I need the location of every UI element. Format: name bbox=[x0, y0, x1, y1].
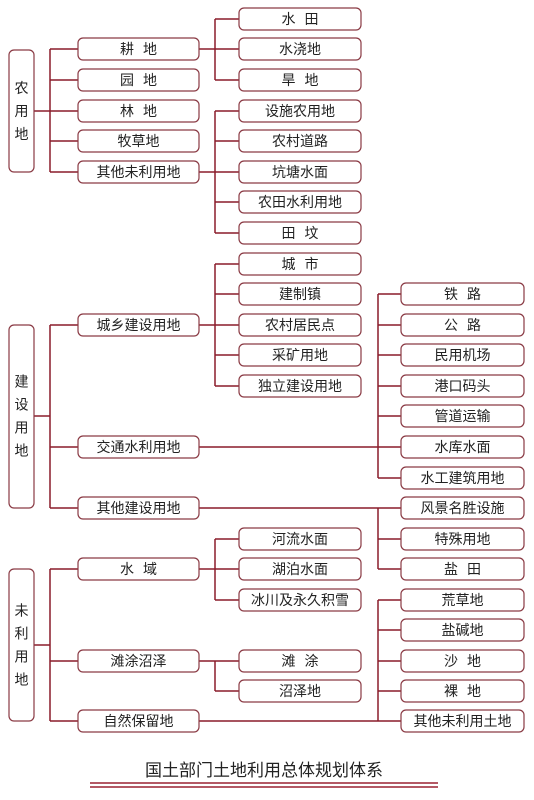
item-box: 独立建设用地 bbox=[238, 374, 362, 398]
item-label: 水库水面 bbox=[435, 440, 491, 456]
item-label: 民用机场 bbox=[435, 348, 491, 364]
item-box: 沙 地 bbox=[400, 649, 525, 673]
item-box: 特殊用地 bbox=[400, 527, 525, 551]
item-label: 风景名胜设施 bbox=[421, 501, 505, 517]
connector-lines bbox=[34, 18, 401, 722]
item-label: 采矿用地 bbox=[272, 348, 328, 364]
item-box: 港口码头 bbox=[400, 374, 525, 398]
item-box: 裸 地 bbox=[400, 679, 525, 703]
item-label: 盐碱地 bbox=[442, 623, 484, 639]
item-label: 城 市 bbox=[282, 256, 319, 273]
item-box: 铁 路 bbox=[400, 282, 525, 306]
item-box: 坑塘水面 bbox=[238, 160, 362, 184]
item-box: 水 田 bbox=[238, 7, 362, 31]
subcategory-box: 水 域 bbox=[77, 557, 200, 581]
subcategory-box: 其他建设用地 bbox=[77, 496, 200, 520]
subcategory-label: 耕 地 bbox=[120, 41, 157, 58]
item-box: 旱 地 bbox=[238, 68, 362, 92]
item-box: 农村居民点 bbox=[238, 313, 362, 337]
subcategory-box: 林 地 bbox=[77, 99, 200, 123]
category-label: 建设用地 bbox=[15, 375, 29, 460]
item-label: 沙 地 bbox=[444, 654, 481, 670]
subcategory-box: 城乡建设用地 bbox=[77, 313, 200, 337]
category-box-unused: 未利用地 bbox=[8, 568, 35, 722]
item-box: 湖泊水面 bbox=[238, 557, 362, 581]
item-label: 河流水面 bbox=[272, 532, 328, 548]
item-label: 港口码头 bbox=[435, 379, 491, 395]
item-box: 河流水面 bbox=[238, 527, 362, 551]
item-box: 公 路 bbox=[400, 313, 525, 337]
item-label: 特殊用地 bbox=[435, 532, 491, 548]
item-label: 湖泊水面 bbox=[272, 562, 328, 578]
item-box: 采矿用地 bbox=[238, 343, 362, 367]
item-label: 盐 田 bbox=[444, 562, 481, 578]
item-label: 公 路 bbox=[444, 318, 481, 334]
item-label: 裸 地 bbox=[444, 684, 481, 700]
item-label: 独立建设用地 bbox=[258, 379, 342, 395]
subcategory-label: 园 地 bbox=[120, 73, 157, 89]
item-label: 荒草地 bbox=[442, 593, 484, 609]
item-label: 其他未利用土地 bbox=[414, 714, 512, 730]
subcategory-box: 交通水利用地 bbox=[77, 435, 200, 459]
subcategory-label: 水 域 bbox=[120, 562, 157, 578]
subcategory-box: 牧草地 bbox=[77, 129, 200, 153]
item-box: 沼泽地 bbox=[238, 679, 362, 703]
item-label: 铁 路 bbox=[444, 287, 481, 303]
item-box: 农田水利用地 bbox=[238, 190, 362, 214]
item-box: 设施农用地 bbox=[238, 99, 362, 123]
category-label: 农用地 bbox=[15, 81, 29, 143]
item-label: 水 田 bbox=[282, 12, 319, 28]
item-box: 滩 涂 bbox=[238, 649, 362, 673]
subcategory-label: 其他未利用地 bbox=[97, 165, 181, 181]
category-label: 未利用地 bbox=[15, 604, 29, 689]
subcategory-label: 城乡建设用地 bbox=[97, 318, 181, 334]
item-box: 盐 田 bbox=[400, 557, 525, 581]
subcategory-label: 自然保留地 bbox=[104, 713, 174, 730]
item-box: 其他未利用土地 bbox=[400, 709, 525, 733]
item-box: 田 坟 bbox=[238, 221, 362, 245]
item-box: 盐碱地 bbox=[400, 618, 525, 642]
subcategory-box: 自然保留地 bbox=[77, 709, 200, 733]
item-label: 农村居民点 bbox=[265, 318, 335, 334]
item-box: 水浇地 bbox=[238, 37, 362, 61]
item-label: 建制镇 bbox=[279, 287, 321, 303]
item-box: 水库水面 bbox=[400, 435, 525, 459]
item-box: 民用机场 bbox=[400, 343, 525, 367]
item-box: 农村道路 bbox=[238, 129, 362, 153]
item-label: 设施农用地 bbox=[265, 104, 335, 120]
item-box: 管道运输 bbox=[400, 404, 525, 428]
subcategory-box: 园 地 bbox=[77, 68, 200, 92]
item-box: 风景名胜设施 bbox=[400, 496, 525, 520]
item-label: 滩 涂 bbox=[282, 654, 319, 670]
item-label: 水工建筑用地 bbox=[421, 471, 505, 487]
subcategory-label: 滩涂沼泽 bbox=[111, 654, 167, 670]
subcategory-label: 交通水利用地 bbox=[97, 439, 181, 456]
subcategory-box: 滩涂沼泽 bbox=[77, 649, 200, 673]
item-label: 管道运输 bbox=[435, 409, 491, 425]
item-label: 冰川及永久积雪 bbox=[251, 593, 349, 609]
item-label: 水浇地 bbox=[279, 42, 321, 58]
item-box: 建制镇 bbox=[238, 282, 362, 306]
item-label: 农村道路 bbox=[272, 134, 328, 150]
subcategory-box: 耕 地 bbox=[77, 37, 200, 61]
item-label: 田 坟 bbox=[282, 226, 319, 242]
item-label: 旱 地 bbox=[282, 73, 319, 89]
item-label: 农田水利用地 bbox=[258, 195, 342, 211]
category-box-construction: 建设用地 bbox=[8, 324, 35, 509]
item-label: 坑塘水面 bbox=[272, 165, 328, 181]
item-box: 荒草地 bbox=[400, 588, 525, 612]
diagram-title: 国土部门土地利用总体规划体系 bbox=[145, 761, 383, 781]
item-label: 沼泽地 bbox=[279, 684, 321, 700]
subcategory-label: 牧草地 bbox=[118, 134, 160, 150]
item-box: 城 市 bbox=[238, 252, 362, 276]
subcategory-box: 其他未利用地 bbox=[77, 160, 200, 184]
subcategory-label: 其他建设用地 bbox=[97, 501, 181, 517]
item-box: 水工建筑用地 bbox=[400, 466, 525, 490]
subcategory-label: 林 地 bbox=[120, 104, 157, 120]
item-box: 冰川及永久积雪 bbox=[238, 588, 362, 612]
category-box-farmland: 农用地 bbox=[8, 49, 35, 173]
